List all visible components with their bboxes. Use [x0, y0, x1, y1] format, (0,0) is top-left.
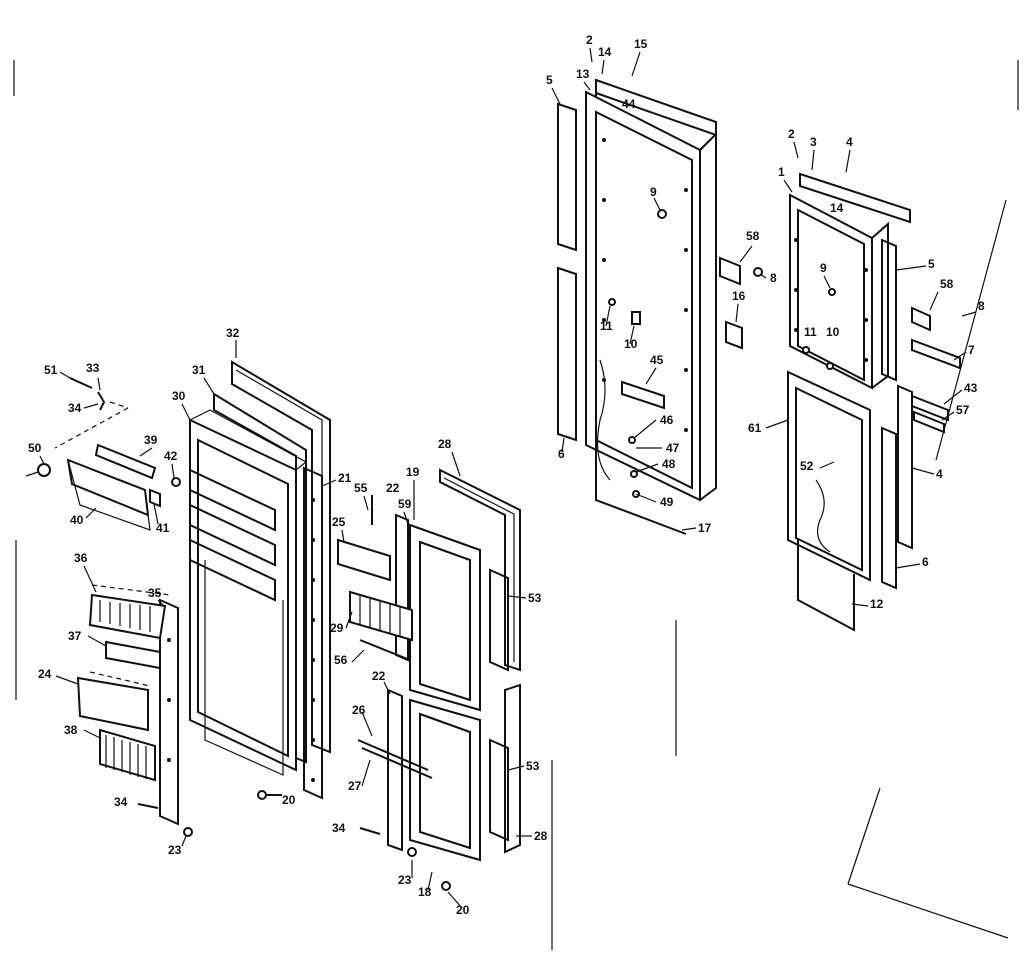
callout-49: 49: [660, 495, 674, 509]
callout-labels: 51 33 34 50 39 42 40 41 36 35 37 24 38 3…: [28, 33, 985, 917]
callout-40: 40: [70, 513, 84, 527]
callout-2: 2: [788, 127, 795, 141]
callout-29: 29: [330, 621, 344, 635]
callout-51: 51: [44, 363, 58, 377]
callout-6: 6: [922, 555, 929, 569]
callout-17: 17: [698, 521, 712, 535]
callout-10: 10: [826, 325, 840, 339]
callout-4: 4: [846, 135, 853, 149]
callout-39: 39: [144, 433, 158, 447]
tall-door-panel-assembly: [557, 78, 763, 535]
callout-44: 44: [622, 97, 636, 111]
callout-3: 3: [810, 135, 817, 149]
callout-9: 9: [820, 261, 827, 275]
callout-53: 53: [528, 591, 542, 605]
dispenser-parts: [25, 377, 193, 837]
fresh-food-door-assembly: [337, 468, 521, 891]
callout-11: 11: [804, 325, 817, 339]
callout-23: 23: [398, 873, 412, 887]
callout-24: 24: [38, 667, 52, 681]
callout-61: 61: [748, 421, 762, 435]
callout-34: 34: [68, 401, 82, 415]
callout-47: 47: [666, 441, 680, 455]
leader-lines: [39, 47, 977, 909]
callout-5: 5: [928, 257, 935, 271]
callout-8: 8: [770, 271, 777, 285]
callout-14: 14: [830, 201, 844, 215]
callout-10: 10: [624, 337, 638, 351]
callout-21: 21: [338, 471, 352, 485]
callout-2: 2: [586, 33, 593, 47]
callout-53: 53: [526, 759, 540, 773]
callout-20: 20: [456, 903, 470, 917]
callout-12: 12: [870, 597, 884, 611]
callout-22: 22: [372, 669, 386, 683]
callout-55: 55: [354, 481, 368, 495]
callout-58: 58: [940, 277, 954, 291]
callout-30: 30: [172, 389, 186, 403]
right-door-panel-assembly: [787, 172, 1009, 939]
callout-33: 33: [86, 361, 100, 375]
callout-42: 42: [164, 449, 178, 463]
callout-35: 35: [148, 586, 162, 600]
freezer-door-assembly: [189, 360, 331, 800]
callout-45: 45: [650, 353, 664, 367]
callout-20: 20: [282, 793, 296, 807]
callout-6: 6: [558, 447, 565, 461]
callout-34: 34: [332, 821, 346, 835]
callout-59: 59: [398, 497, 412, 511]
callout-5: 5: [546, 73, 553, 87]
callout-8: 8: [978, 299, 985, 313]
callout-18: 18: [418, 885, 432, 899]
callout-22: 22: [386, 481, 400, 495]
callout-48: 48: [662, 457, 676, 471]
callout-19: 19: [406, 465, 420, 479]
callout-13: 13: [576, 67, 590, 81]
callout-36: 36: [74, 551, 88, 565]
callout-38: 38: [64, 723, 78, 737]
callout-57: 57: [956, 403, 970, 417]
callout-28: 28: [534, 829, 548, 843]
callout-7: 7: [968, 343, 975, 357]
callout-9: 9: [650, 185, 657, 199]
callout-46: 46: [660, 413, 674, 427]
callout-4: 4: [936, 467, 943, 481]
callout-37: 37: [68, 629, 82, 643]
callout-31: 31: [192, 363, 206, 377]
callout-56: 56: [334, 653, 348, 667]
callout-14: 14: [598, 45, 612, 59]
callout-43: 43: [964, 381, 978, 395]
callout-34: 34: [114, 795, 128, 809]
callout-50: 50: [28, 441, 42, 455]
callout-32: 32: [226, 326, 240, 340]
callout-28: 28: [438, 437, 452, 451]
callout-16: 16: [732, 289, 746, 303]
callout-52: 52: [800, 459, 814, 473]
callout-27: 27: [348, 779, 362, 793]
callout-15: 15: [634, 37, 648, 51]
callout-41: 41: [156, 521, 170, 535]
callout-58: 58: [746, 229, 760, 243]
callout-25: 25: [332, 515, 346, 529]
callout-1: 1: [778, 165, 785, 179]
callout-23: 23: [168, 843, 182, 857]
